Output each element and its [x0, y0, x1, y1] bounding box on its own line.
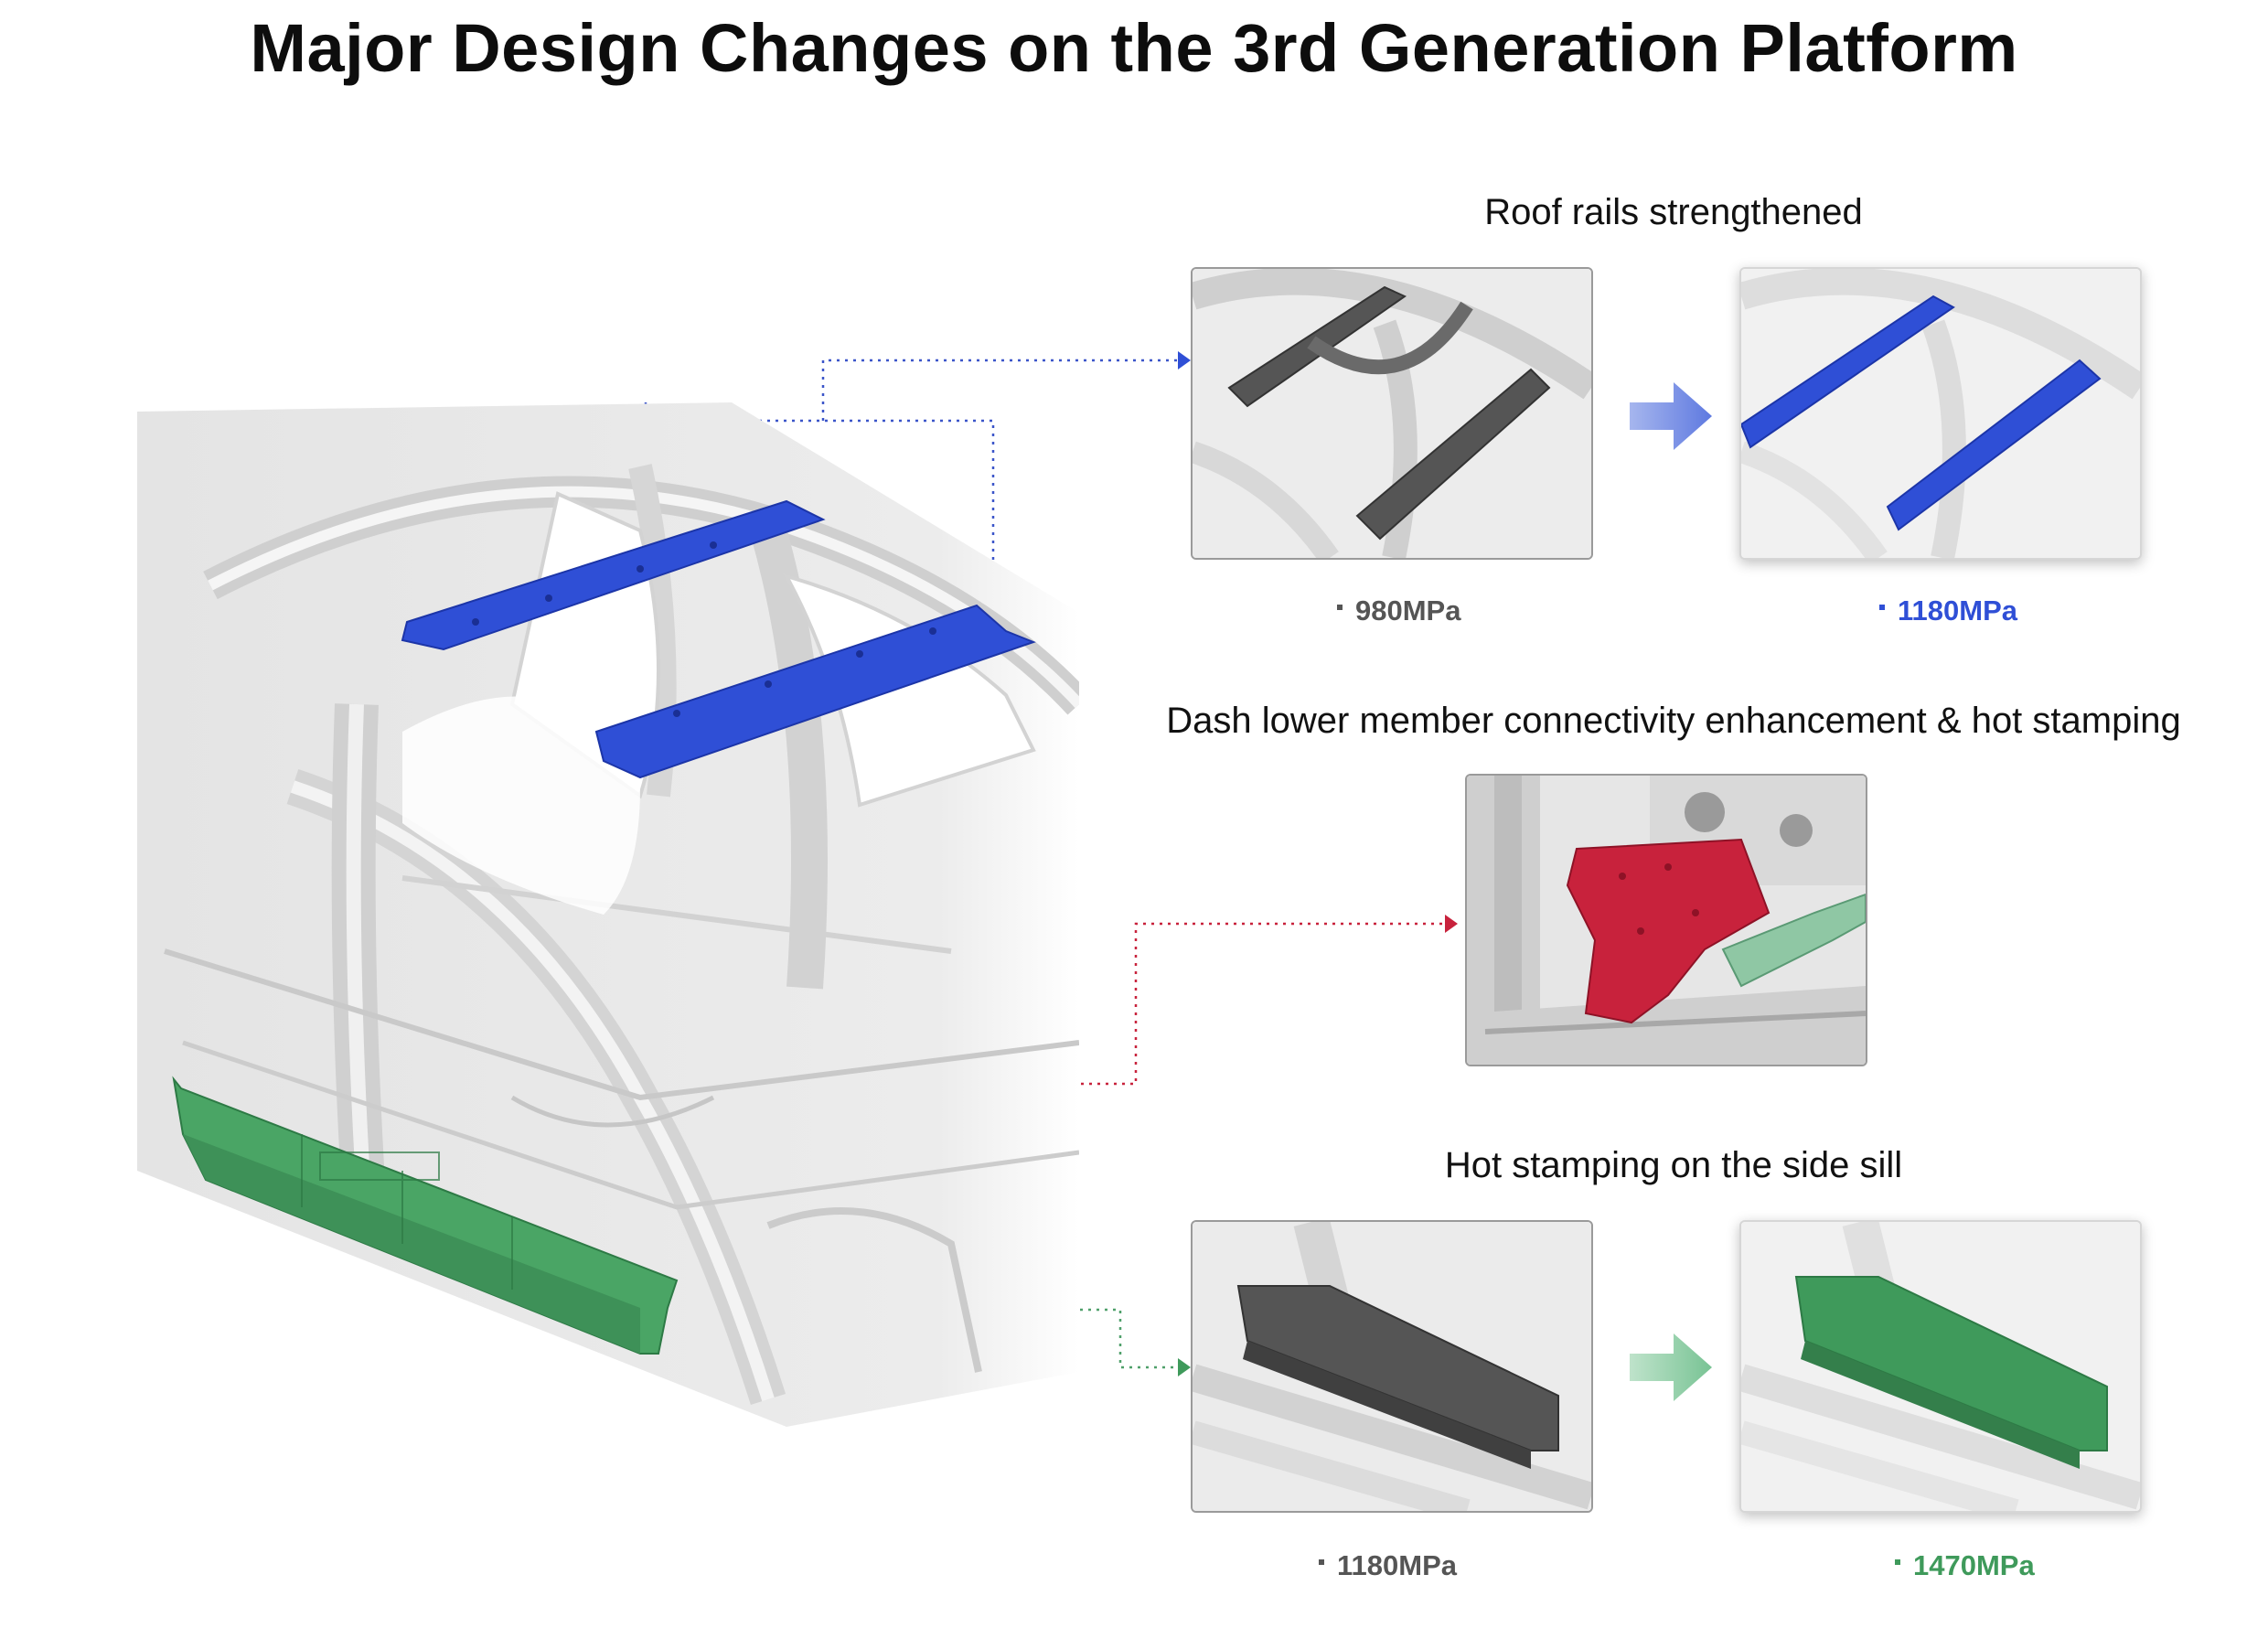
- page-title: Major Design Changes on the 3rd Generati…: [250, 10, 2018, 86]
- sill-after-caption: 1470MPa: [1895, 1549, 2035, 1582]
- roof-before-caption: 980MPa: [1337, 594, 1460, 627]
- sill-after-image: [1741, 1222, 2140, 1511]
- dash-panel: [1465, 774, 1867, 1066]
- roof-section-title: Roof rails strengthened: [1484, 192, 1863, 232]
- roof-after-rail-rear: [1886, 359, 2102, 531]
- roof-transition-arrow: [1630, 382, 1712, 450]
- sill-connector-arrowhead: [1178, 1358, 1191, 1376]
- dash-connector-arrowhead: [1445, 915, 1458, 933]
- roof-before-bullet: [1337, 604, 1343, 610]
- sill-before-panel: [1191, 1220, 1593, 1513]
- roof-before-image: [1193, 269, 1591, 558]
- dash-section-title: Dash lower member connectivity enhanceme…: [1166, 701, 2181, 741]
- dash-lower-member: [1566, 838, 1771, 1024]
- roof-after-bullet: [1879, 604, 1885, 610]
- sill-after-strength: 1470MPa: [1913, 1549, 2035, 1581]
- roof-after-panel: [1739, 267, 2142, 560]
- roof-before-panel: [1191, 267, 1593, 560]
- car-body-illustration: [137, 402, 1079, 1427]
- sill-after-bullet: [1895, 1558, 1900, 1565]
- roof-rail-front: [401, 499, 826, 651]
- roof-after-caption: 1180MPa: [1879, 594, 2017, 627]
- roof-before-strength: 980MPa: [1355, 594, 1461, 627]
- roof-after-rail-front: [1741, 295, 1955, 449]
- sill-transition-arrow: [1630, 1333, 1712, 1401]
- sill-after-panel: [1739, 1220, 2142, 1513]
- roof-after-strength: 1180MPa: [1898, 594, 2017, 627]
- sill-section-title: Hot stamping on the side sill: [1444, 1145, 1903, 1185]
- roof-before-rail-rear: [1355, 368, 1551, 541]
- sill-before-image: [1193, 1222, 1591, 1511]
- dash-image: [1467, 776, 1866, 1065]
- roof-connector-arrowhead: [1178, 351, 1191, 370]
- roof-after-image: [1741, 269, 2140, 558]
- sill-before-strength: 1180MPa: [1337, 1549, 1457, 1581]
- sill-before-bullet: [1319, 1558, 1324, 1565]
- sill-before-caption: 1180MPa: [1319, 1549, 1457, 1582]
- roof-rail-rear: [594, 604, 1036, 779]
